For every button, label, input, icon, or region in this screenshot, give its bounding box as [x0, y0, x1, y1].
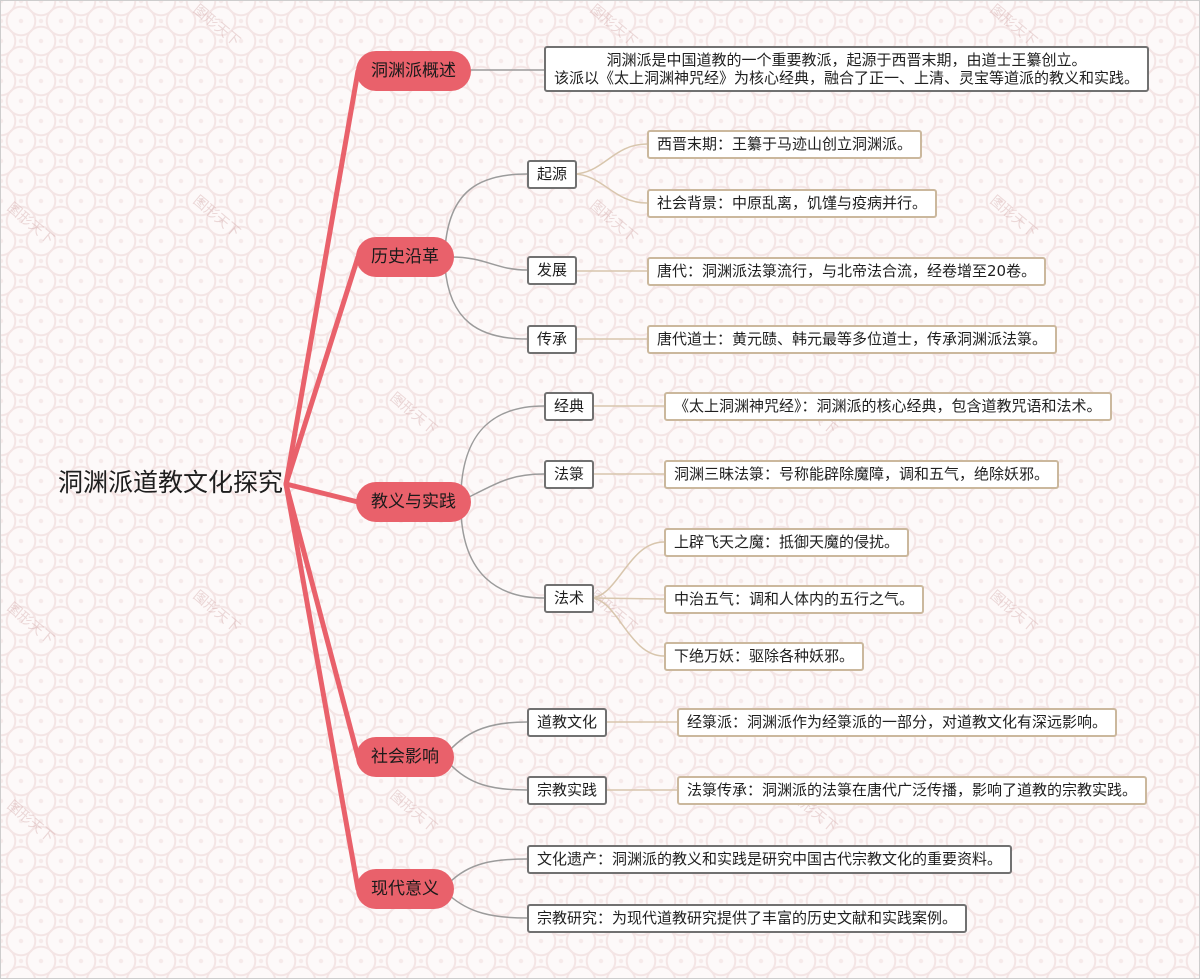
leaf-magic-1: 上辟飞天之魔：抵御天魔的侵扰。	[664, 528, 910, 557]
branch-history: 历史沿革	[356, 237, 454, 277]
branch-modern: 现代意义	[356, 869, 454, 909]
branch-overview: 洞渊派概述	[356, 51, 471, 91]
leaf-origin-1: 西晋末期：王纂于马迹山创立洞渊派。	[647, 130, 923, 159]
connector-influence-to-culture	[448, 721, 528, 752]
branch-doctrine: 教义与实践	[356, 482, 471, 522]
connector-origin-to-leaf-2	[572, 173, 648, 204]
subtopic-taoist-culture: 道教文化	[527, 708, 608, 737]
subtopic-religious-practice: 宗教实践	[527, 776, 608, 805]
connector-doctrine-to-magic	[460, 512, 545, 599]
leaf-taoist-culture: 经箓派：洞渊派作为经箓派的一部分，对道教文化有深远影响。	[677, 708, 1118, 737]
leaf-scripture: 《太上洞渊神咒经》：洞渊派的核心经典，包含道教咒语和法术。	[664, 392, 1112, 421]
root-topic: 洞渊派道教文化探究	[58, 468, 284, 497]
connector-root-to-doctrine	[283, 481, 361, 505]
leaf-development: 唐代：洞渊派法箓流行，与北帝法合流，经卷增至20卷。	[647, 257, 1047, 286]
subtopic-origin: 起源	[527, 160, 578, 189]
connector-history-to-development	[450, 256, 528, 271]
connector-magic-to-leaf-3	[589, 597, 665, 657]
leaf-magic-3: 下绝万妖：驱除各种妖邪。	[664, 642, 865, 671]
leaf-origin-2: 社会背景：中原乱离，饥馑与疫病并行。	[647, 189, 938, 218]
subtopic-cultural-heritage: 文化遗产：洞渊派的教义和实践是研究中国古代宗教文化的重要资料。	[527, 845, 1013, 874]
leaf-talisman: 洞渊三昧法箓：号称能辟除魔障，调和五气，绝除妖邪。	[664, 460, 1060, 489]
leaf-religious-practice: 法箓传承：洞渊派的法箓在唐代广泛传播，影响了道教的宗教实践。	[677, 776, 1148, 805]
connector-origin-to-leaf-1	[572, 143, 648, 175]
connector-root-to-modern	[283, 481, 361, 892]
connector-doctrine-to-talisman	[468, 473, 545, 498]
leaf-magic-2: 中治五气：调和人体内的五行之气。	[664, 585, 925, 614]
subtopic-scripture: 经典	[544, 392, 595, 421]
connector-history-to-lineage	[444, 265, 528, 340]
connector-modern-to-heritage	[448, 858, 528, 884]
connector-history-to-origin	[444, 173, 528, 250]
subtopic-lineage: 传承	[527, 325, 578, 354]
connector-magic-to-leaf-2	[589, 597, 665, 600]
subtopic-talisman: 法箓	[544, 460, 595, 489]
connector-root-to-influence	[283, 481, 361, 760]
summary-line-2: 该派以《太上洞渊神咒经》为核心经典，融合了正一、上清、灵宝等道派的教义和实践。	[554, 69, 1140, 87]
subtopic-development: 发展	[527, 256, 578, 285]
branch-influence: 社会影响	[356, 737, 454, 777]
connector-magic-to-leaf-1	[589, 541, 665, 599]
subtopic-religious-research: 宗教研究：为现代道教研究提供了丰富的历史文献和实践案例。	[527, 904, 968, 933]
leaf-lineage: 唐代道士：黄元赜、韩元最等多位道士，传承洞渊派法箓。	[647, 325, 1058, 354]
subtopic-magic: 法术	[544, 584, 595, 613]
connector-root-to-overview	[283, 68, 361, 487]
summary-line-1: 洞渊派是中国道教的一个重要教派，起源于西晋末期，由道士王纂创立。	[606, 51, 1087, 69]
overview-summary-box: 洞渊派是中国道教的一个重要教派，起源于西晋末期，由道士王纂创立。 该派以《太上洞…	[544, 46, 1150, 92]
connector-influence-to-practice	[448, 762, 528, 791]
connector-modern-to-research	[448, 894, 528, 919]
connector-doctrine-to-scripture	[460, 405, 545, 492]
connector-root-to-history	[283, 254, 361, 487]
